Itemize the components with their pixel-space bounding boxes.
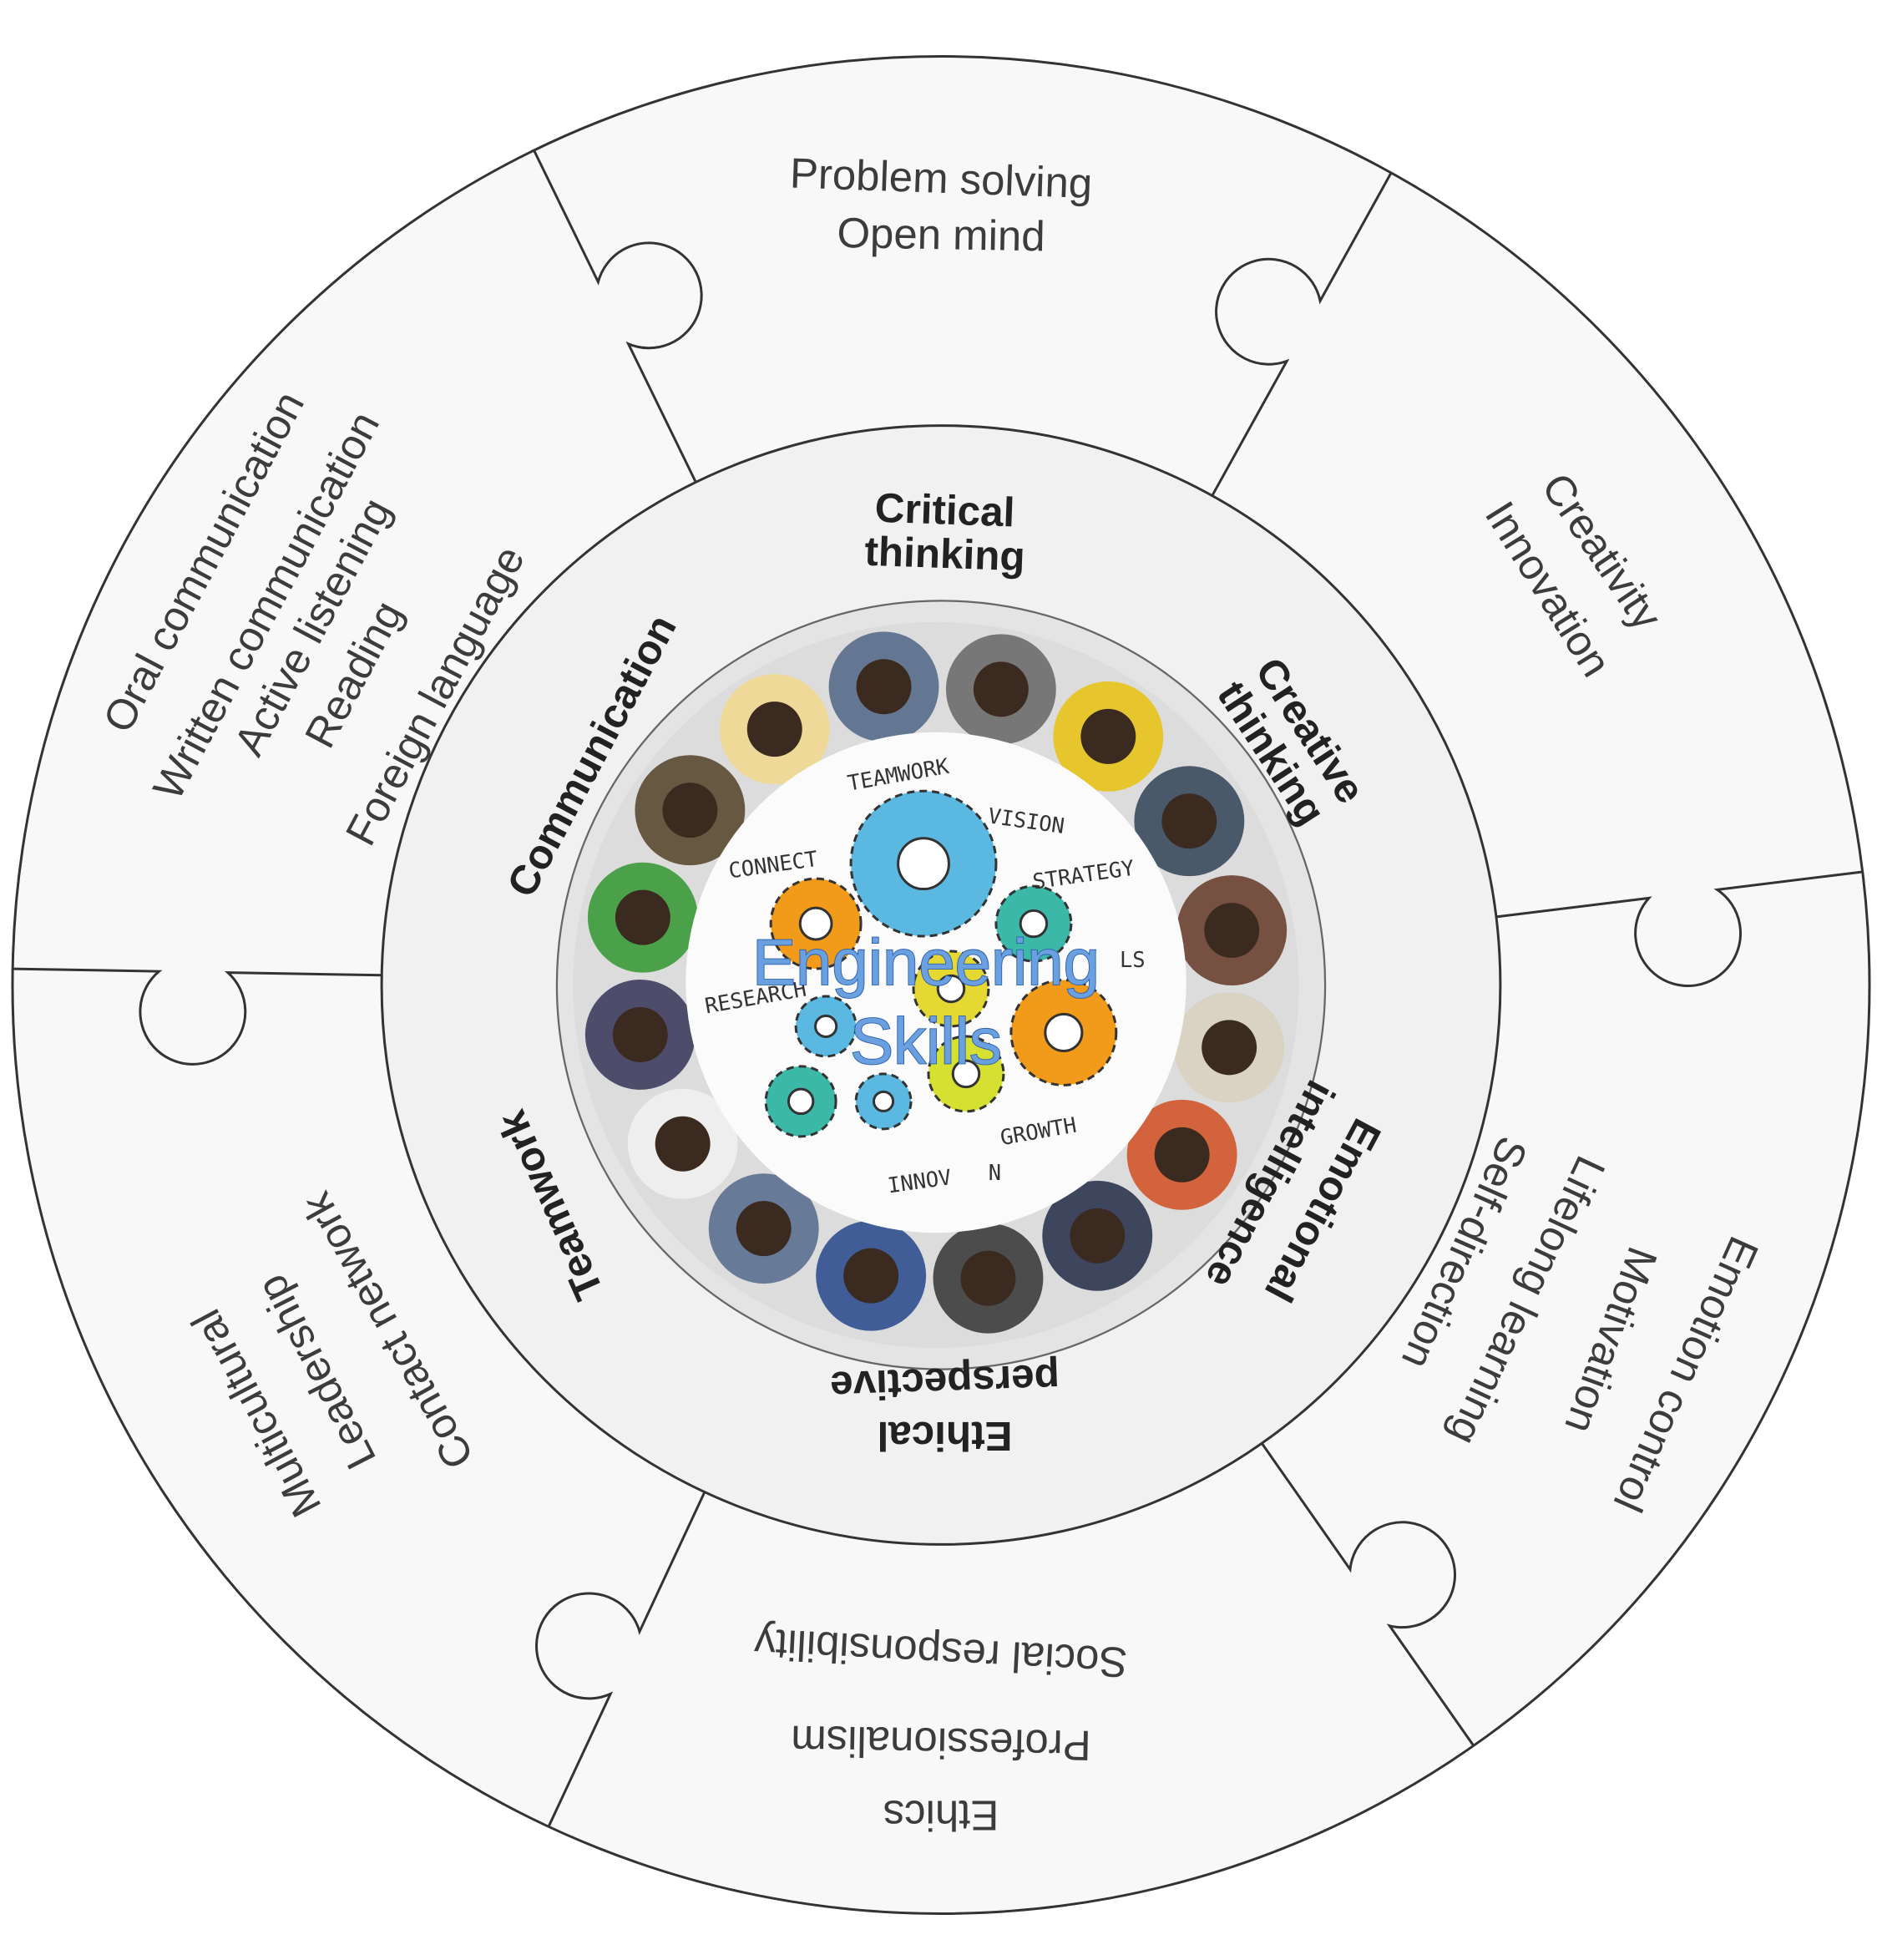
person-head (856, 659, 912, 715)
people-around-table (584, 631, 1288, 1334)
gear-hub (873, 1090, 895, 1112)
person-head (960, 1250, 1016, 1306)
gear-hub (1019, 909, 1049, 939)
person-head (746, 701, 802, 757)
person-head (612, 1006, 668, 1062)
gears (764, 789, 1118, 1138)
inner-label-critical-1: Critical (874, 485, 1015, 536)
center-title-line2: Skills (850, 1005, 1002, 1078)
person-head (655, 1116, 711, 1172)
outer-text-problem-solving: Problem solving (789, 149, 1093, 208)
gear-hub (787, 1087, 815, 1116)
gear-hub (897, 837, 950, 891)
outer-text-open-mind: Open mind (837, 209, 1045, 260)
person-head (662, 782, 718, 838)
person-head (973, 661, 1029, 717)
puzzle-cut-line (1211, 172, 1393, 497)
inner-label-ethical-2: perspective (829, 1355, 1060, 1410)
person-head (1070, 1208, 1126, 1264)
person-head (736, 1201, 792, 1257)
gear-hub (798, 906, 833, 941)
person-head (1202, 1020, 1257, 1076)
person-head (1204, 903, 1260, 959)
inner-label-ethical-1: Ethical (877, 1413, 1012, 1459)
outer-text-professionalism: Professionalism (791, 1717, 1091, 1770)
person-head (1080, 708, 1136, 764)
person-head (843, 1248, 899, 1304)
center-title-line1: Engineering (752, 925, 1100, 999)
person-head (1161, 793, 1217, 849)
person-head (1154, 1127, 1210, 1183)
gear-hub (814, 1014, 838, 1039)
puzzle-cut-line (13, 967, 382, 1066)
gear-hub (951, 1059, 981, 1089)
photo-word-skills-partial: LS (1120, 948, 1146, 973)
inner-label-critical-2: thinking (864, 529, 1026, 580)
puzzle-cut-line (533, 149, 703, 484)
person-head (615, 889, 670, 945)
outer-text-ethics: Ethics (883, 1792, 999, 1840)
puzzle-cut-line (1495, 870, 1863, 987)
gear-hub (936, 974, 966, 1004)
photo-word-n: N (989, 1161, 1001, 1186)
puzzle-cuts (13, 149, 1863, 1827)
gear-hub (1044, 1012, 1084, 1052)
puzzle-cut-line (535, 1492, 706, 1827)
puzzle-cut-line (1261, 1442, 1475, 1747)
